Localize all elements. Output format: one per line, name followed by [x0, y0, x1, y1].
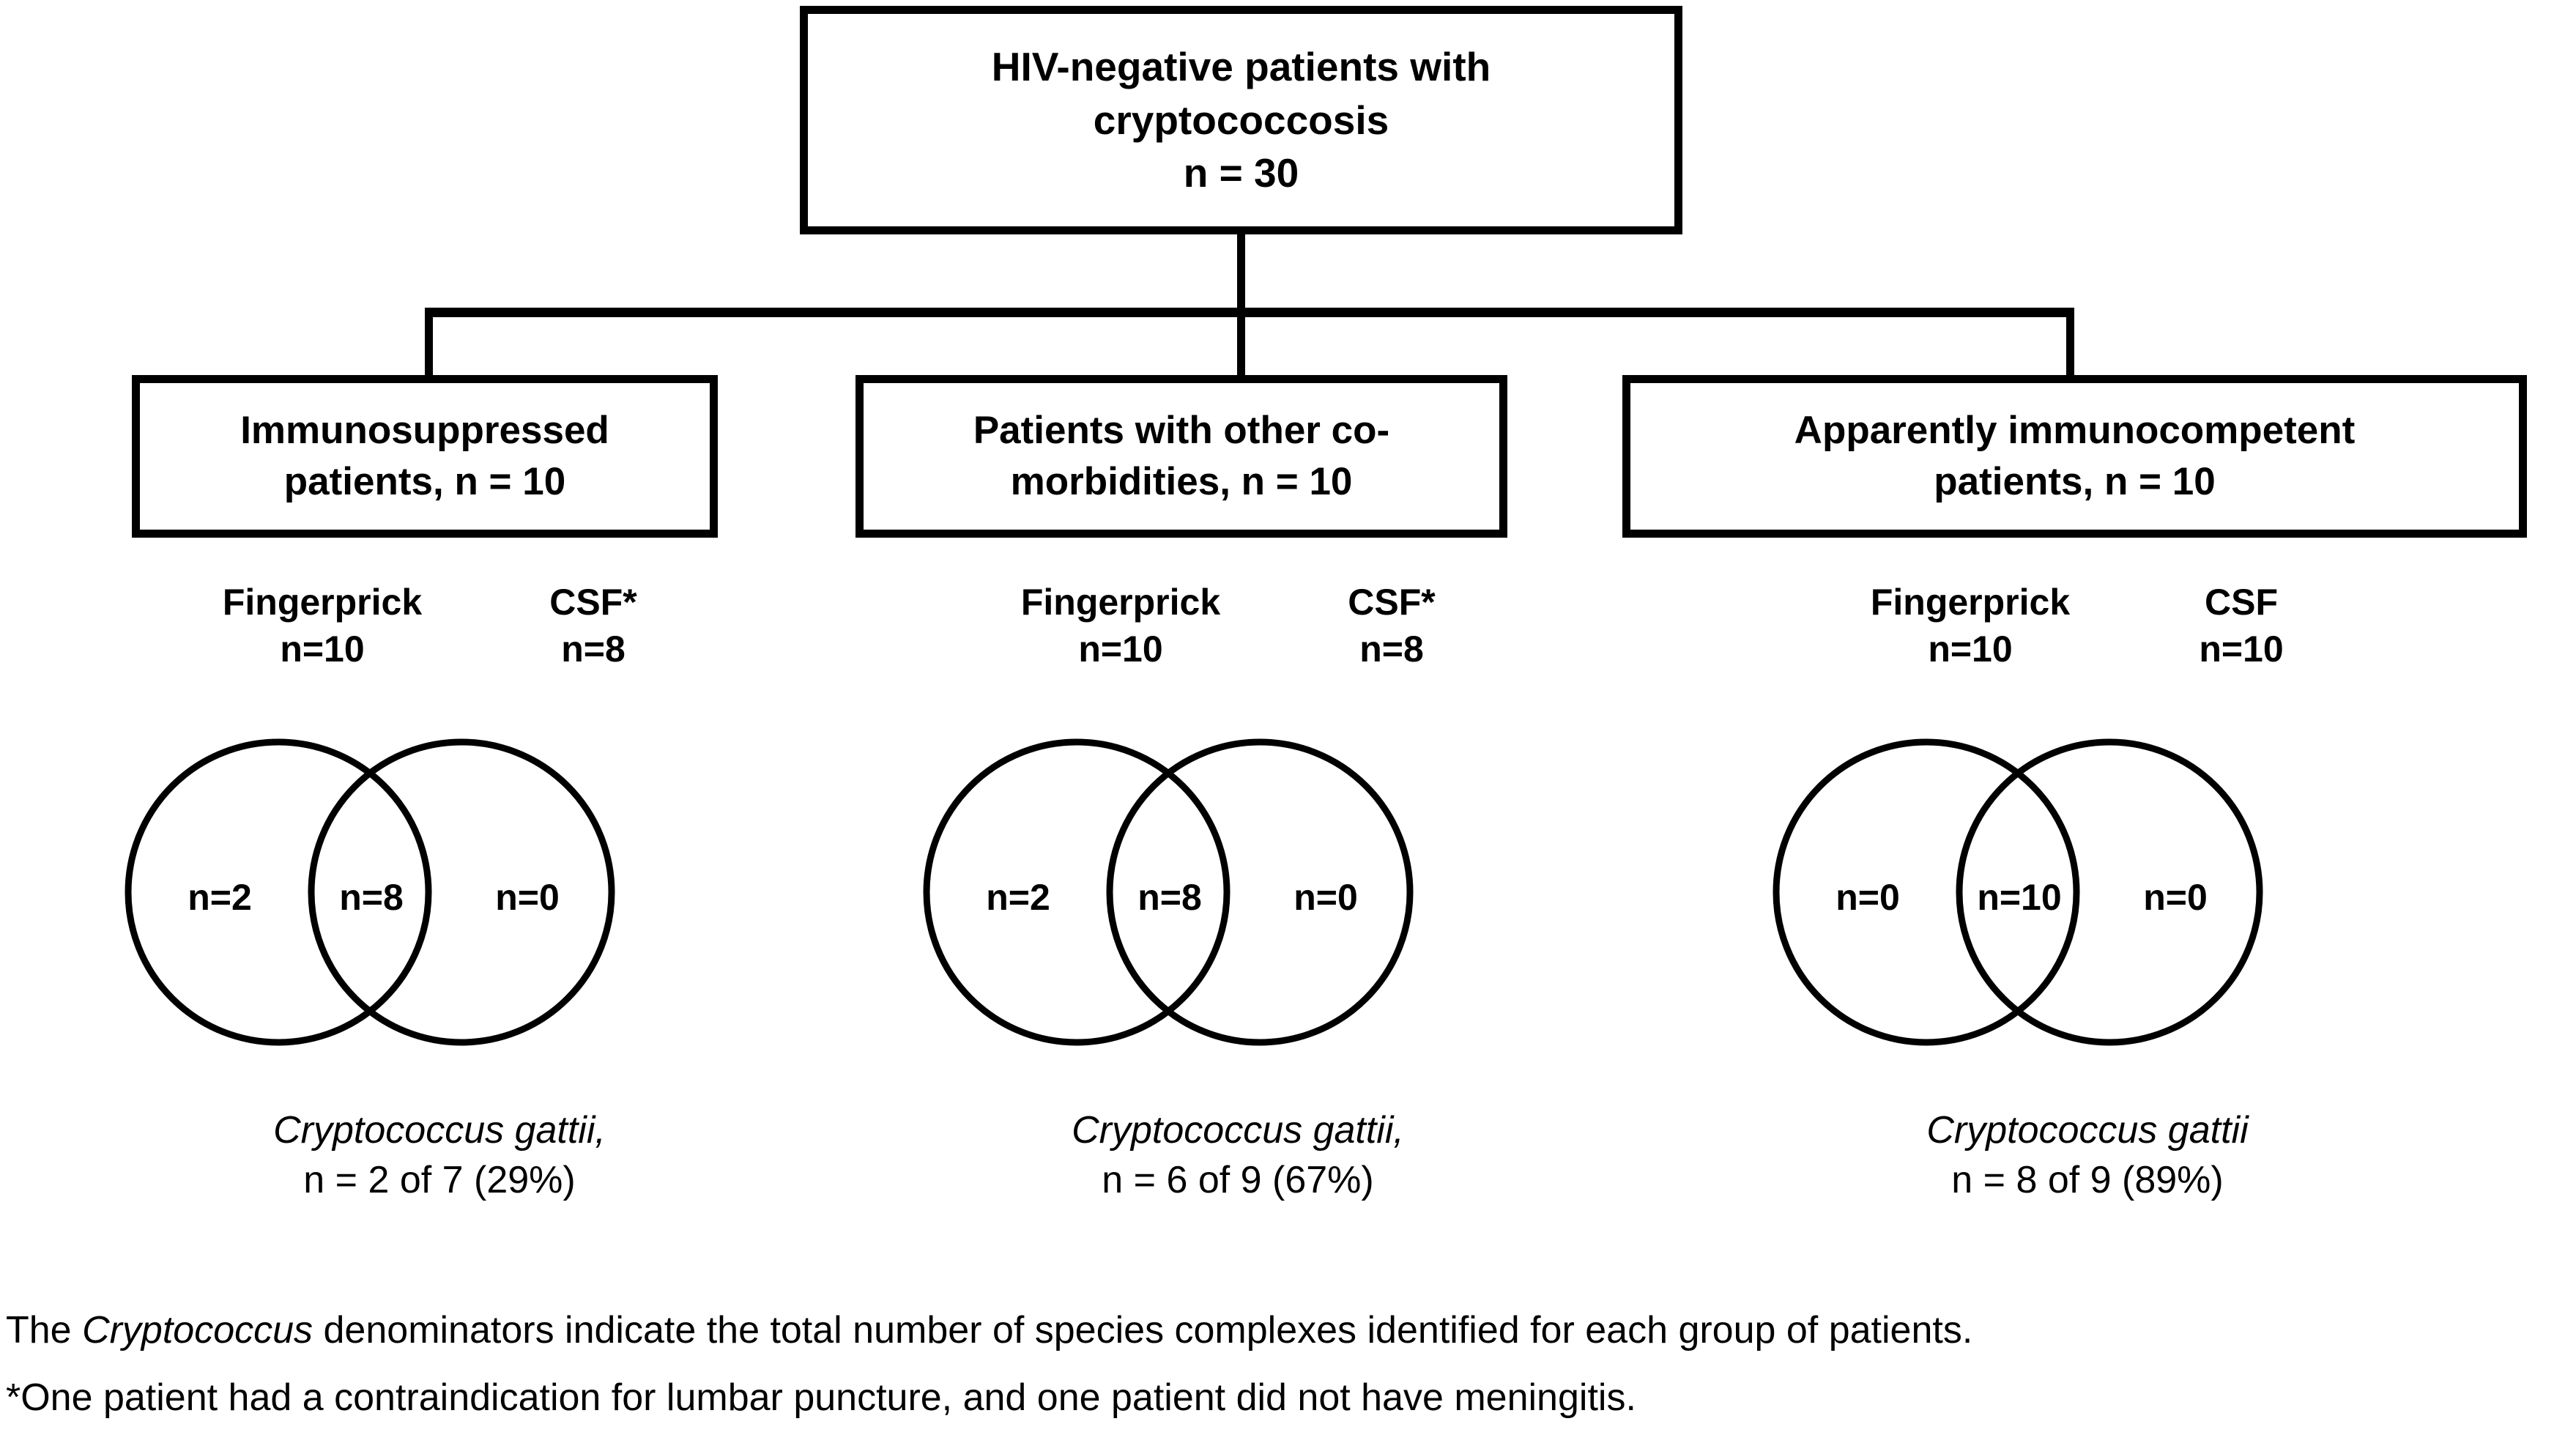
root-node-count: n = 30 [1183, 150, 1299, 196]
footnote-asterisk: *One patient had a contraindication for … [6, 1376, 1636, 1419]
caption-statistic: n = 8 of 9 (89%) [1951, 1158, 2224, 1201]
group-panel-immunosuppressed: Fingerprick n=10 CSF* n=8 n=2 n=8 n=0 Cr… [81, 579, 886, 1282]
venn-header-csf: CSF* n=8 [1274, 579, 1509, 672]
venn-header-fingerprick: Fingerprick n=10 [1816, 579, 2124, 672]
venn-value-fingerprick-only: n=2 [986, 877, 1050, 918]
root-node-box: HIV-negative patients with cryptococcosi… [800, 6, 1682, 234]
group-panel-comorbidities: Fingerprick n=10 CSF* n=8 n=2 n=8 n=0 Cr… [879, 579, 1685, 1282]
connector-root-vertical [1237, 234, 1245, 316]
group-box-line-2: patients, n = 10 [1934, 460, 2216, 503]
caption-species-name: Cryptococcus gattii, [273, 1109, 606, 1152]
group-caption: Cryptococcus gattii, n = 2 of 7 (29%) [81, 1106, 798, 1205]
venn-header-csf-count: n=8 [1359, 629, 1424, 670]
connector-horizontal-bus [425, 308, 2074, 317]
venn-value-overlap: n=8 [339, 877, 404, 918]
venn-circles-icon [1773, 738, 2263, 1046]
venn-header-csf-count: n=10 [2199, 629, 2284, 670]
venn-value-overlap: n=8 [1137, 877, 1202, 918]
venn-header-csf: CSF* n=8 [476, 579, 710, 672]
venn-header-fingerprick-count: n=10 [1078, 629, 1163, 670]
root-node-line-2: cryptococcosis [1093, 97, 1389, 143]
group-caption: Cryptococcus gattii, n = 6 of 9 (67%) [879, 1106, 1597, 1205]
venn-value-csf-only: n=0 [2143, 877, 2208, 918]
venn-value-overlap: n=10 [1977, 877, 2062, 918]
venn-circles-icon [923, 738, 1414, 1046]
venn-diagram: n=0 n=10 n=0 [1729, 709, 2461, 1083]
venn-header-csf-label: CSF* [1348, 582, 1436, 623]
group-box-line-2: patients, n = 10 [283, 460, 566, 503]
venn-header-fingerprick-label: Fingerprick [222, 582, 423, 623]
group-box-line-1: Immunosuppressed [240, 409, 609, 453]
caption-statistic: n = 2 of 7 (29%) [303, 1158, 576, 1201]
venn-value-fingerprick-only: n=0 [1836, 877, 1900, 918]
venn-headers: Fingerprick n=10 CSF* n=8 [81, 579, 886, 696]
venn-diagram: n=2 n=8 n=0 [879, 709, 1611, 1083]
venn-header-fingerprick: Fingerprick n=10 [967, 579, 1274, 672]
venn-header-csf-label: CSF* [549, 582, 637, 623]
venn-headers: Fingerprick n=10 CSF* n=8 [879, 579, 1685, 696]
footnote-suffix: denominators indicate the total number o… [313, 1309, 1973, 1352]
group-panel-immunocompetent: Fingerprick n=10 CSF n=10 n=0 n=10 n=0 C… [1729, 579, 2534, 1282]
venn-value-csf-only: n=0 [495, 877, 560, 918]
venn-header-csf-count: n=8 [561, 629, 626, 670]
footnote-denominators: The Cryptococcus denominators indicate t… [6, 1307, 1972, 1354]
venn-header-fingerprick-label: Fingerprick [1870, 582, 2071, 623]
connector-drop-group-3 [2066, 308, 2074, 381]
group-box-line-1: Patients with other co- [973, 409, 1390, 453]
caption-species-name: Cryptococcus gattii, [1072, 1109, 1404, 1152]
connector-drop-group-2 [1237, 308, 1245, 381]
group-box-immunosuppressed: Immunosuppressed patients, n = 10 [132, 375, 718, 538]
venn-header-fingerprick-label: Fingerprick [1020, 582, 1221, 623]
footnote-prefix: The [6, 1309, 83, 1352]
group-box-line-1: Apparently immunocompetent [1794, 409, 2356, 453]
venn-header-fingerprick-count: n=10 [280, 629, 365, 670]
caption-species-name: Cryptococcus gattii [1926, 1109, 2249, 1152]
group-box-comorbidities: Patients with other co- morbidities, n =… [855, 375, 1507, 538]
group-caption: Cryptococcus gattii n = 8 of 9 (89%) [1729, 1106, 2446, 1205]
footnote-italic-genus: Cryptococcus [82, 1309, 313, 1352]
venn-diagram: n=2 n=8 n=0 [81, 709, 813, 1083]
venn-header-csf-label: CSF [2205, 582, 2278, 623]
venn-header-fingerprick: Fingerprick n=10 [168, 579, 476, 672]
venn-value-fingerprick-only: n=2 [188, 877, 252, 918]
connector-drop-group-1 [425, 308, 433, 381]
venn-circles-icon [125, 738, 615, 1046]
group-box-immunocompetent: Apparently immunocompetent patients, n =… [1622, 375, 2527, 538]
venn-headers: Fingerprick n=10 CSF n=10 [1729, 579, 2534, 696]
venn-header-fingerprick-count: n=10 [1928, 629, 2013, 670]
venn-header-csf: CSF n=10 [2124, 579, 2358, 672]
root-node-line-1: HIV-negative patients with [991, 44, 1491, 90]
group-box-line-2: morbidities, n = 10 [1010, 460, 1353, 503]
venn-value-csf-only: n=0 [1293, 877, 1358, 918]
caption-statistic: n = 6 of 9 (67%) [1102, 1158, 1374, 1201]
